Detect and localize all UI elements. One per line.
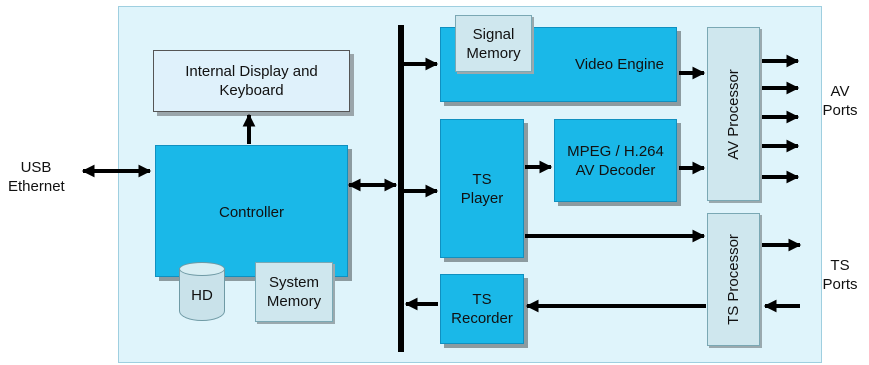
ts-processor-block: TS Processor xyxy=(707,213,760,346)
signal-memory-block: Signal Memory xyxy=(455,15,532,72)
ts-player-block: TS Player xyxy=(440,119,524,258)
hd-label: HD xyxy=(191,286,213,304)
ts-recorder-line2: Recorder xyxy=(451,310,513,327)
ethernet-label: Ethernet xyxy=(8,178,65,195)
av-processor-block: AV Processor xyxy=(707,27,760,201)
system-memory-line1: System xyxy=(268,274,319,291)
usb-label: USB xyxy=(20,159,52,176)
ts-player-line1: TS xyxy=(472,170,492,188)
av-label: AV xyxy=(830,83,850,100)
internal-display-line2: Keyboard xyxy=(219,82,284,99)
mpeg-decoder-line1: MPEG / H.264 xyxy=(567,142,664,160)
ts-ports-text: Ports xyxy=(822,276,858,293)
signal-memory-line1: Signal xyxy=(472,25,515,43)
video-engine-label: Video Engine xyxy=(575,56,664,73)
usb-ethernet-label: USB Ethernet xyxy=(8,158,65,196)
mpeg-decoder-block: MPEG / H.264 AV Decoder xyxy=(554,119,677,202)
mpeg-decoder-line2: AV Decoder xyxy=(575,161,656,179)
internal-display-line1: Internal Display and xyxy=(185,63,318,80)
ts-recorder-block: TS Recorder xyxy=(440,274,524,344)
system-memory-line2: Memory xyxy=(266,293,322,310)
system-memory-block: System Memory xyxy=(255,262,333,322)
controller-block: Controller xyxy=(155,145,348,277)
ts-recorder-line1: TS xyxy=(472,291,492,308)
ts-label: TS xyxy=(830,257,850,274)
ts-ports-label: TS Ports xyxy=(815,256,865,294)
av-ports-label: AV Ports xyxy=(815,82,865,120)
ts-player-line2: Player xyxy=(460,189,504,207)
av-ports-text: Ports xyxy=(822,102,858,119)
controller-label: Controller xyxy=(218,204,285,221)
internal-display-block: Internal Display and Keyboard xyxy=(153,50,350,112)
signal-memory-line2: Memory xyxy=(466,44,521,62)
